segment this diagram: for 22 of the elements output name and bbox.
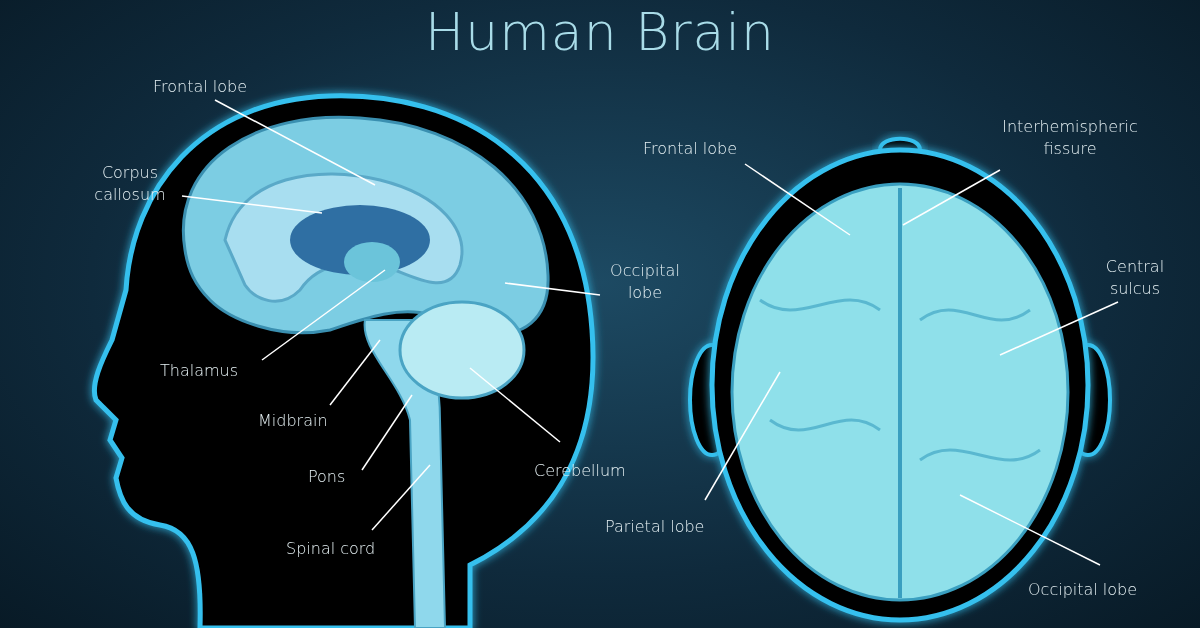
part-label: Frontal lobe: [130, 76, 270, 98]
leader-line: [214, 99, 376, 186]
part-label: Interhemispheric fissure: [990, 116, 1150, 160]
part-label: Occipital lobe: [1028, 579, 1178, 601]
leader-line: [959, 494, 1101, 566]
leader-line: [999, 301, 1119, 356]
leader-line: [744, 163, 851, 236]
part-label: Frontal lobe: [643, 138, 773, 160]
leader-line: [704, 371, 781, 501]
leader-line: [261, 269, 386, 361]
part-label: Midbrain: [258, 410, 358, 432]
part-label: Spinal cord: [286, 538, 406, 560]
diagram-title: Human Brain: [425, 2, 775, 62]
part-label: Central sulcus: [1090, 256, 1180, 300]
part-label: Occipital lobe: [600, 260, 690, 304]
leader-line: [371, 464, 431, 531]
leader-line: [469, 367, 561, 443]
part-label: Pons: [308, 466, 368, 488]
part-label: Thalamus: [160, 360, 260, 382]
leader-line: [361, 394, 413, 471]
part-label: Parietal lobe: [605, 516, 745, 538]
leader-line: [329, 339, 381, 406]
